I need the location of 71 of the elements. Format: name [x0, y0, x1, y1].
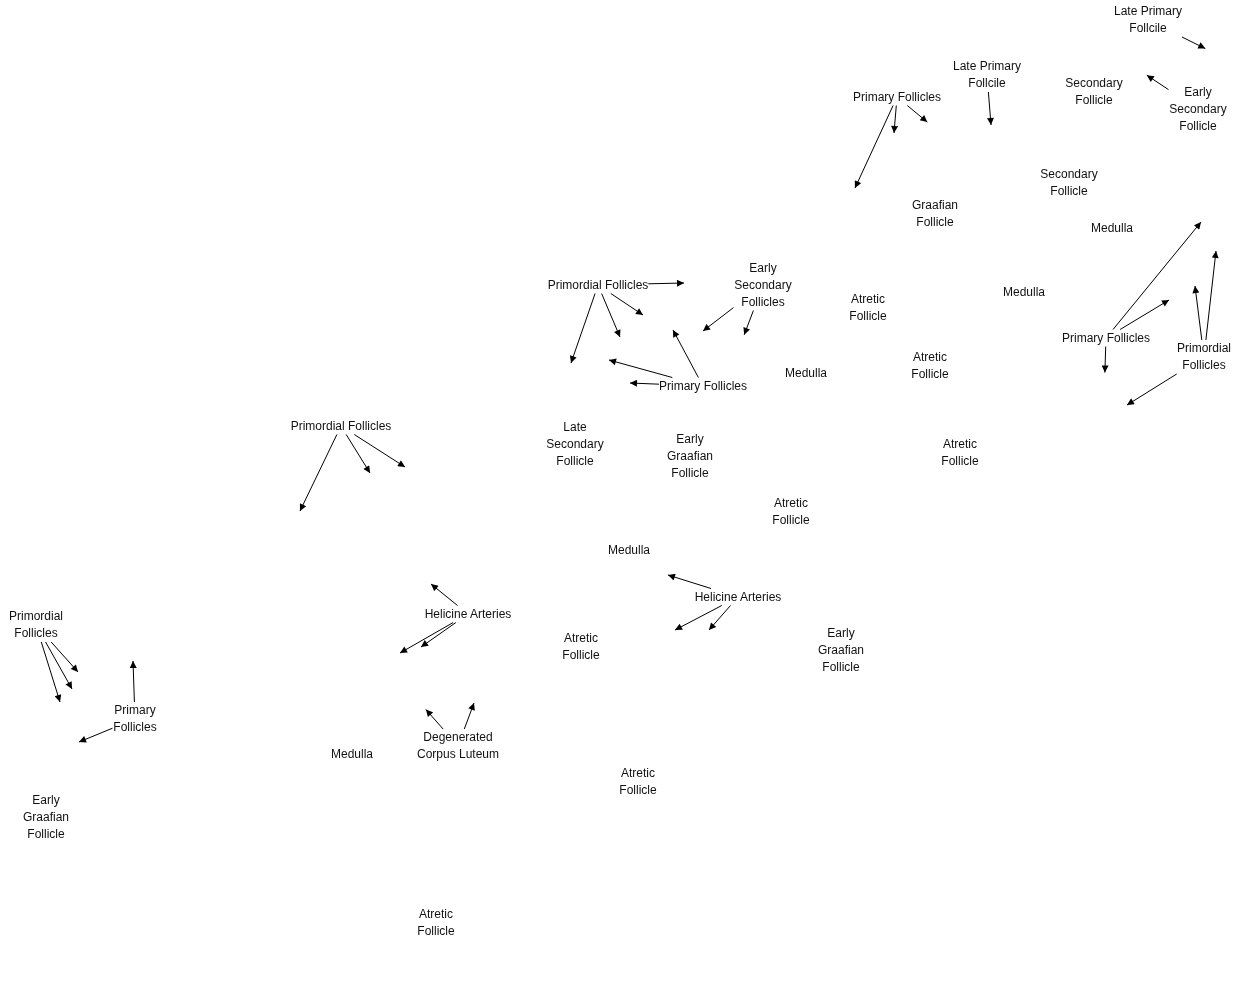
- region-label: Early Graafian Follicle: [817, 624, 865, 676]
- callout-label: Late Primary Follcile: [1113, 3, 1183, 37]
- leader-arrow: [629, 379, 660, 387]
- callout-label: Primordial Follicles: [290, 417, 392, 435]
- leader-arrow: [40, 641, 62, 703]
- leader-arrow: [1119, 299, 1170, 330]
- leader-arrow: [667, 573, 712, 589]
- leader-arrow: [601, 293, 621, 338]
- leader-arrow: [420, 622, 457, 648]
- callout-label: Primary Follicles: [659, 377, 747, 395]
- callout-label: Early Secondary Follicles: [733, 259, 793, 311]
- leader-arrow: [1205, 250, 1219, 341]
- leader-arrow: [1126, 373, 1178, 406]
- region-label: Secondary Follicle: [1064, 75, 1124, 109]
- leader-arrow: [78, 727, 113, 743]
- region-label: Medulla: [785, 364, 827, 382]
- region-label: Early Graafian Follicle: [22, 791, 70, 843]
- leader-arrow: [1146, 74, 1169, 91]
- callout-label: Primary Follicles: [112, 702, 158, 736]
- leader-arrow: [708, 605, 731, 631]
- leader-arrow: [906, 105, 928, 123]
- region-label: Atretic Follicle: [910, 349, 950, 383]
- leader-arrow: [45, 641, 73, 690]
- region-label: Medulla: [608, 541, 650, 559]
- region-label: Graafian Follicle: [911, 197, 959, 231]
- leader-arrow: [129, 660, 137, 703]
- region-label: Atretic Follicle: [771, 495, 811, 529]
- callout-label: Primary Follicles: [1062, 329, 1150, 347]
- leader-arrow: [1181, 36, 1206, 50]
- region-label: Secondary Follicle: [1039, 166, 1099, 200]
- leader-arrow: [50, 641, 79, 673]
- leader-arrow: [1112, 221, 1202, 330]
- leader-arrow: [702, 307, 734, 332]
- callout-label: Degenerated Corpus Luteum: [416, 729, 500, 763]
- leader-arrow: [1101, 346, 1109, 373]
- region-label: Atretic Follicle: [940, 436, 980, 470]
- region-label: Early Graafian Follicle: [666, 430, 714, 482]
- leader-arrow: [463, 702, 475, 730]
- leader-arrow: [570, 293, 596, 364]
- region-label: Late Secondary Follicle: [545, 418, 605, 470]
- region-label: Medulla: [1003, 283, 1045, 301]
- callout-label: Early Secondary Follicle: [1168, 83, 1228, 135]
- callout-label: Primordial Follicles: [547, 276, 649, 294]
- leader-arrow: [674, 605, 723, 631]
- leader-arrow: [891, 105, 899, 134]
- leader-arrow: [430, 583, 458, 606]
- leader-arrow: [425, 709, 444, 730]
- leader-arrow: [299, 434, 338, 512]
- region-label: Atretic Follicle: [618, 765, 658, 799]
- callout-label: Helicine Arteries: [694, 588, 782, 606]
- leader-arrow: [1192, 285, 1203, 341]
- leader-arrow: [610, 293, 644, 316]
- leader-arrow: [743, 310, 754, 336]
- region-label: Atretic Follicle: [416, 906, 456, 940]
- region-label: Medulla: [331, 745, 373, 763]
- leader-arrow: [672, 329, 699, 378]
- leader-arrow: [399, 622, 454, 654]
- region-label: Atretic Follicle: [561, 630, 601, 664]
- callout-label: Helicine Arteries: [424, 605, 512, 623]
- leader-arrow: [986, 91, 994, 126]
- callout-label: Late Primary Follcile: [952, 58, 1022, 92]
- leader-arrow: [608, 358, 673, 378]
- leader-arrow: [647, 279, 685, 287]
- leader-arrow: [854, 105, 894, 189]
- callout-label: Primordial Follicles: [8, 608, 64, 642]
- region-label: Medulla: [1091, 219, 1133, 237]
- callout-label: Primordial Follicles: [1176, 340, 1232, 374]
- leader-arrow: [345, 434, 371, 474]
- leader-arrow: [353, 434, 406, 468]
- callout-label: Primary Follicles: [853, 88, 941, 106]
- region-label: Atretic Follicle: [848, 291, 888, 325]
